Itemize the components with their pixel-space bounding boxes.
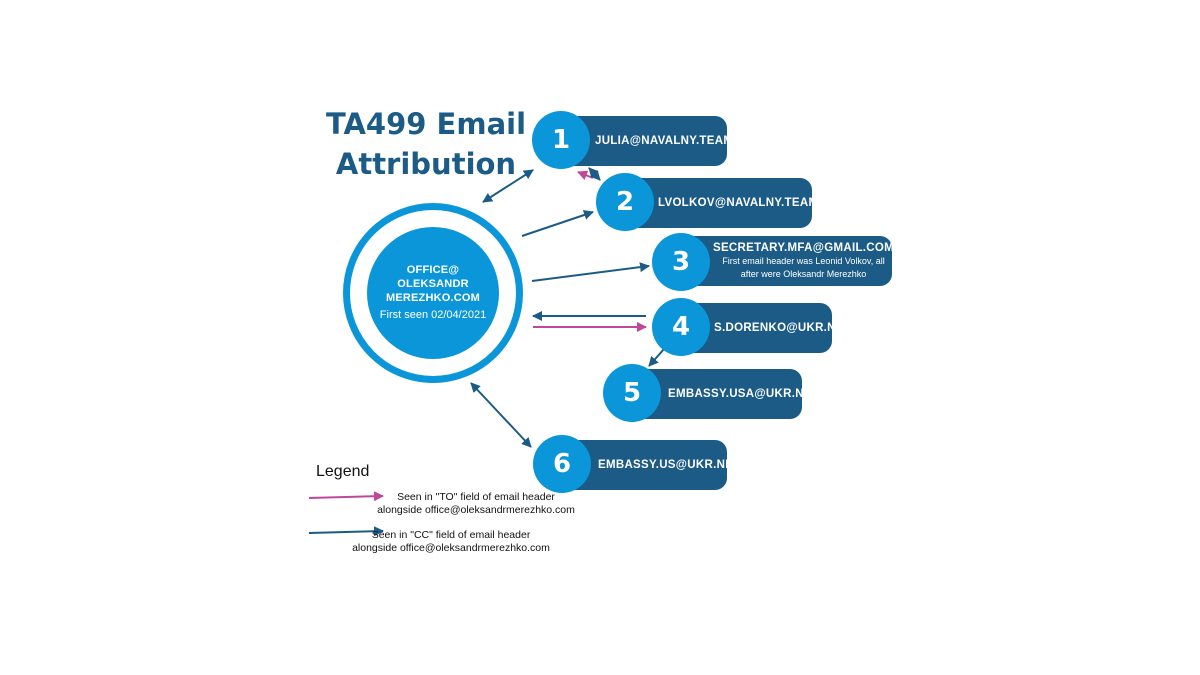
node-3-email: SECRETARY.MFA@GMAIL.COM [712,242,895,254]
node-2-pill: LVOLKOV@NAVALNY.TEAM [625,178,819,228]
node-1-badge: 1 [532,111,590,169]
legend-cc-line: alongside office@oleksandrmerezhko.com [352,542,550,554]
node-4-pill: S.DORENKO@UKR.NET [681,303,852,353]
node-3-pill: SECRETARY.MFA@GMAIL.COM First email head… [681,236,895,286]
legend-to-text: Seen in "TO" field of email header along… [366,491,586,517]
arrow-4-to-5 [648,348,665,367]
node-4-badge: 4 [652,298,710,356]
node-4-email: S.DORENKO@UKR.NET [714,322,852,334]
node-3-note: after were Oleksandr Merezhko [740,269,867,279]
arrow-hub-to-6 [470,382,532,448]
hub-label-line: OFFICE@ [406,264,460,276]
legend-to-line: alongside office@oleksandrmerezhko.com [377,504,575,516]
node-2-badge: 2 [596,173,654,231]
diagram-title: TA499 Email Attribution [306,104,546,184]
arrow-1-2-cc [588,167,601,181]
node-3-note: First email header was Leonid Volkov, al… [722,256,885,266]
hub-node: OFFICE@ OLEKSANDR MEREZHKO.COM First see… [367,227,499,359]
legend-to-arrow [308,491,384,502]
node-3-badge: 3 [652,233,710,291]
arrow-2-to-1-to [577,170,594,180]
title-line-1: TA499 Email [325,107,527,141]
arrow-hub-to-3 [531,262,650,282]
node-6-email: EMBASSY.US@UKR.NET [598,459,741,471]
legend-cc-arrow [308,526,384,537]
arrow-hub-to-1 [482,169,534,203]
legend-to-line: Seen in "TO" field of email header [397,491,555,503]
title-line-2: Attribution [335,147,517,181]
node-5-email: EMBASSY.USA@UKR.NET [668,388,820,400]
legend-cc-text: Seen in "CC" field of email header along… [341,529,561,555]
arrow-hub-to-2 [521,210,594,237]
hub-first-seen: First seen 02/04/2021 [379,309,487,321]
node-1-email: JULIA@NAVALNY.TEAM [595,135,734,147]
node-6-badge: 6 [533,435,591,493]
legend-title: Legend [316,463,370,480]
legend-cc-line: Seen in "CC" field of email header [371,529,531,541]
hub-label-line: MEREZHKO.COM [385,292,481,304]
hub-label-line: OLEKSANDR [397,278,469,290]
node-2-email: LVOLKOV@NAVALNY.TEAM [658,197,819,209]
node-5-badge: 5 [603,364,661,422]
